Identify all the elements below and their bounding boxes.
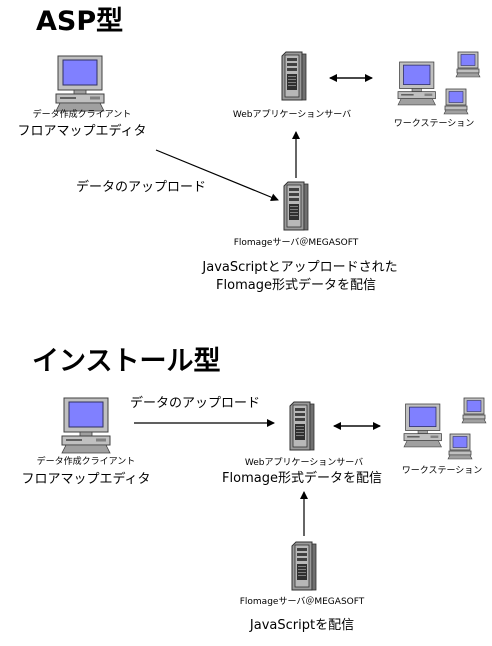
flomage-server-label: Flomageサーバ＠MEGASOFT — [239, 597, 365, 607]
client-role-label: データ作成クライアント — [36, 457, 136, 467]
tower-server-icon — [289, 401, 315, 451]
web-deliver-label: Flomage形式データを配信 — [222, 471, 382, 486]
tower-server-icon — [281, 51, 307, 101]
workstation-icon — [397, 61, 436, 106]
deliver-text-line1: JavaScriptとアップロードされた — [202, 260, 398, 275]
client-app-label: フロアマップエディタ — [21, 472, 151, 487]
web-server-label: Webアプリケーションサーバ — [232, 110, 352, 120]
workstation-icon — [443, 88, 469, 115]
section-title-asp: ASP型 — [36, 6, 124, 37]
upload-label: データのアップロード — [76, 180, 207, 195]
workstation-group — [403, 397, 487, 460]
flomage-server-label: Flomageサーバ＠MEGASOFT — [233, 238, 359, 248]
upload-arrow — [155, 149, 279, 202]
client-role-label: データ作成クライアント — [32, 110, 132, 120]
workstation-icon — [461, 397, 487, 424]
workstation-icon — [455, 51, 481, 78]
upload-label: データのアップロード — [130, 396, 261, 411]
workstation-icon — [403, 403, 442, 448]
workstation-icon — [447, 433, 473, 460]
client-app-label: フロアマップエディタ — [17, 124, 147, 139]
desktop-pc-icon — [55, 55, 105, 112]
deliver-text: JavaScriptを配信 — [249, 618, 355, 633]
section-title-install: インストール型 — [32, 346, 221, 377]
workstation-label: ワークステーション — [393, 119, 475, 129]
web-server-label: Webアプリケーションサーバ — [244, 458, 364, 468]
tower-server-icon — [291, 541, 317, 591]
workstation-label: ワークステーション — [401, 466, 483, 476]
desktop-pc-icon — [61, 397, 111, 454]
tower-server-icon — [283, 181, 309, 231]
workstation-group — [397, 51, 481, 115]
deliver-text-line2: Flomage形式データを配信 — [216, 278, 376, 293]
